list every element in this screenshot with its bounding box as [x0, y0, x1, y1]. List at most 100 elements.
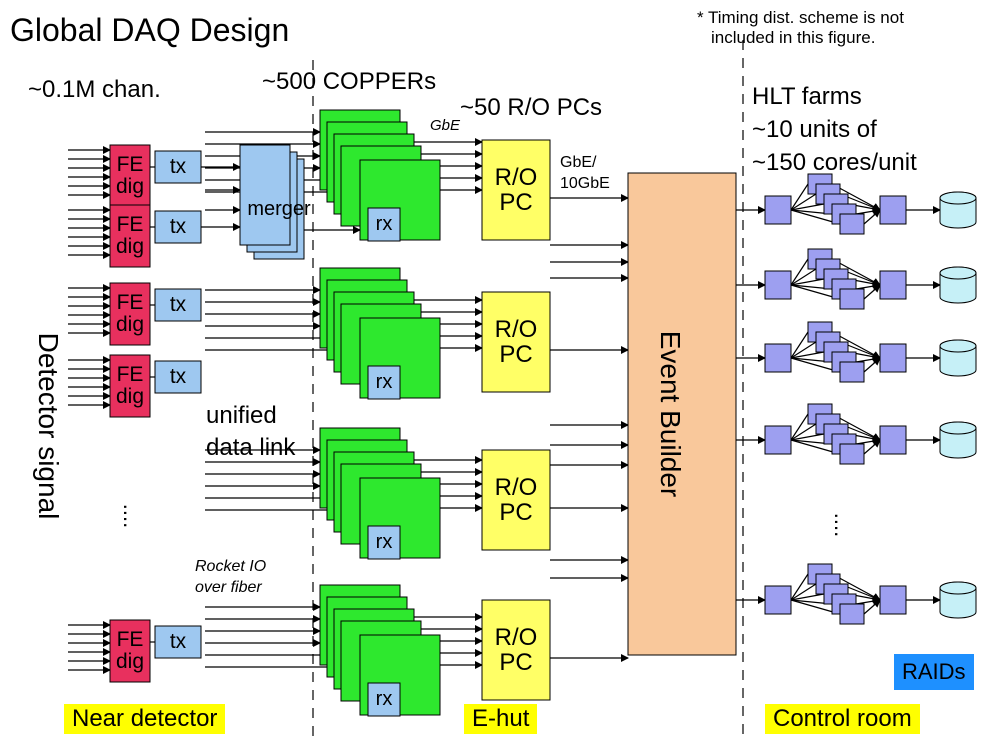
tx-label: tx [169, 364, 187, 388]
rx-label: rx [375, 688, 393, 710]
coppers-label: ~500 COPPERs [262, 68, 437, 95]
tx-label: tx [169, 629, 187, 653]
ehut-tag: E-hut [464, 704, 538, 734]
hlt-output-node [879, 425, 907, 455]
hlt-input-node [764, 585, 792, 615]
hlt-fanout-line [790, 193, 817, 211]
hlt-core-node [839, 603, 865, 625]
gbe-10gbe-label: GbE/ 10GbE [560, 152, 610, 194]
near-detector-tag: Near detector [64, 704, 226, 734]
hlt-fanout-line [790, 413, 809, 441]
control-room-tag: Control room [765, 704, 920, 734]
rocket-io-label: Rocket IO over fiber [195, 556, 266, 598]
hlt-fanout-line [790, 278, 825, 286]
rocket-line2: over fiber [195, 579, 262, 596]
tx-block [154, 288, 202, 322]
hlt-fanout-line [790, 203, 825, 211]
tx-block [154, 625, 202, 659]
raid-disk-top [939, 266, 977, 280]
timing-note-line1: * Timing dist. scheme is not [697, 8, 904, 27]
hlt-core-node [839, 443, 865, 465]
diagram-title: Global DAQ Design [10, 12, 290, 48]
fe-dig-block [109, 204, 151, 268]
ro-pc-block [481, 139, 551, 241]
hlt-fanout-line [790, 573, 809, 601]
hlt-input-node [764, 270, 792, 300]
hlt-core-node [839, 213, 865, 235]
hlt-fanin-arrow [863, 439, 881, 455]
fe-dig-block [109, 282, 151, 346]
ro-pc-block [481, 291, 551, 393]
raid-disk-top [939, 191, 977, 205]
hlt-fanout-line [790, 423, 817, 441]
ro-pcs-label: ~50 R/O PCs [460, 94, 603, 121]
hlt-line2: ~10 units of [752, 116, 877, 143]
rx-block [367, 525, 401, 560]
gbe-label: GbE [430, 117, 461, 134]
hlt-output-node [879, 195, 907, 225]
rx-label: rx [375, 371, 393, 393]
hlt-fanout-line [790, 268, 817, 286]
timing-note: * Timing dist. scheme is not included in… [697, 8, 904, 48]
detector-signal-label: Detector signal [33, 332, 64, 520]
rx-block [367, 682, 401, 717]
fe-dig-block [109, 144, 151, 208]
hlt-fanout-line [790, 183, 809, 211]
ro-pc-block [481, 449, 551, 551]
tx-block [154, 360, 202, 394]
rx-label: rx [375, 213, 393, 235]
tx-block [154, 150, 202, 184]
tx-block [154, 210, 202, 244]
merger-block [239, 144, 291, 246]
event-builder-label: Event Builder [655, 330, 686, 498]
merger-label: merger [247, 197, 311, 220]
unified-line1: unified [206, 402, 277, 429]
hlt-farms-label: HLT farms ~10 units of ~150 cores/unit [752, 80, 917, 179]
fe-ellipsis: .... [119, 503, 144, 529]
hlt-fanout-line [790, 258, 809, 286]
hlt-line3: ~150 cores/unit [752, 149, 917, 176]
hlt-output-node [879, 270, 907, 300]
fe-dig-block [109, 354, 151, 418]
fe-dig-block [109, 619, 151, 683]
rocket-line1: Rocket IO [195, 558, 267, 575]
raid-disk-top [939, 581, 977, 595]
hlt-fanin-arrow [863, 599, 881, 615]
event-builder-block [627, 172, 737, 656]
hlt-fanout-line [790, 433, 825, 441]
unified-data-link-label: unified data link [206, 400, 295, 464]
gbe-label-line2: 10GbE [560, 175, 610, 192]
tx-label: tx [169, 292, 187, 316]
rx-block [367, 365, 401, 400]
hlt-input-node [764, 195, 792, 225]
hlt-fanin-arrow [863, 357, 881, 373]
hlt-output-node [879, 585, 907, 615]
raids-tag: RAIDs [894, 654, 974, 690]
raid-disk-top [939, 421, 977, 435]
ro-pc-block [481, 599, 551, 701]
hlt-fanout-line [790, 583, 817, 601]
hlt-fanin-arrow [863, 284, 881, 300]
rx-block [367, 207, 401, 242]
hlt-output-node [879, 343, 907, 373]
hlt-fanin-arrow [863, 209, 881, 225]
hlt-fanout-line [790, 341, 817, 359]
hlt-input-node [764, 343, 792, 373]
hlt-line1: HLT farms [752, 83, 862, 110]
gbe-label-line1: GbE/ [560, 154, 597, 171]
raid-disk-top [939, 339, 977, 353]
hlt-fanout-line [790, 331, 809, 359]
hlt-fanout-line [790, 351, 825, 359]
hlt-ellipsis: .... [830, 512, 855, 538]
hlt-core-node [839, 361, 865, 383]
